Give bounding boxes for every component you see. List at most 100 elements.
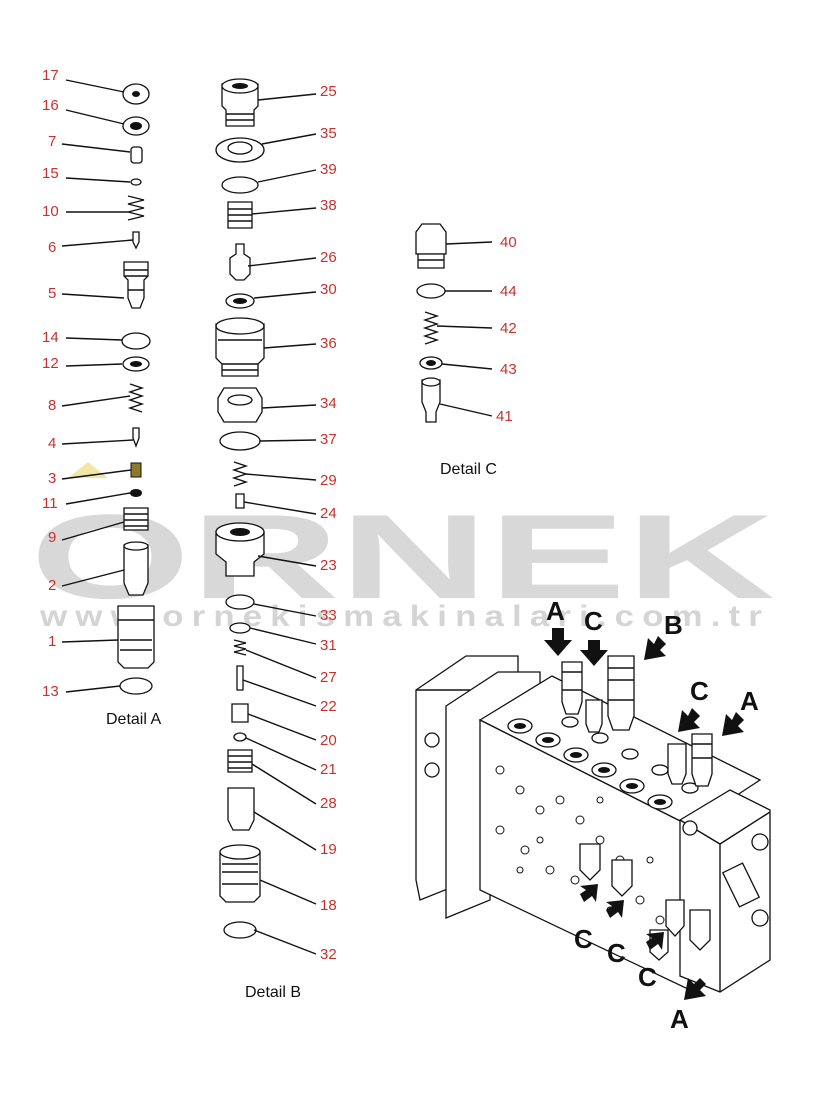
part-15-ring (130, 178, 142, 186)
callout-c-front-2: C (607, 938, 626, 968)
part-36-housing (215, 323, 265, 377)
label-7: 7 (48, 133, 56, 150)
arrow-b (644, 636, 666, 660)
callout-c-front-3: C (638, 962, 657, 992)
callout-letters: A C B C A C C C A (546, 596, 759, 1034)
part-14-oring (121, 332, 151, 350)
detail-a-parts (117, 83, 155, 695)
relief-valves-top (561, 655, 713, 787)
label-6: 6 (48, 239, 56, 256)
label-20: 20 (320, 732, 337, 749)
part-7-plug (130, 146, 143, 164)
label-38: 38 (320, 197, 337, 214)
label-15: 15 (42, 165, 59, 182)
label-18: 18 (320, 897, 337, 914)
part-11-ball (130, 489, 142, 497)
callout-a-right: A (740, 686, 759, 716)
part-33-oring (225, 594, 255, 610)
label-23: 23 (320, 557, 337, 574)
label-12: 12 (42, 355, 59, 372)
label-8: 8 (48, 397, 56, 414)
part-29-spring (231, 461, 249, 487)
part-41-poppet (421, 379, 441, 423)
caption-detail-a: Detail A (106, 711, 161, 728)
callout-a-bottom: A (670, 1004, 689, 1034)
watermark-brand: ORNEK (30, 490, 775, 624)
part-3-piston (130, 462, 142, 478)
detail-c-parts (415, 223, 447, 423)
arrow-a-1 (544, 628, 572, 656)
part-24-pin (235, 493, 245, 509)
part-10-spring (127, 195, 145, 221)
label-32: 32 (320, 946, 337, 963)
label-14: 14 (42, 329, 59, 346)
part-31-ring (229, 622, 251, 634)
arrow-c-5 (646, 932, 664, 950)
end-cap-bolts (424, 732, 769, 927)
label-28: 28 (320, 795, 337, 812)
label-9: 9 (48, 529, 56, 546)
part-32-oring (223, 921, 257, 939)
arrow-a-3 (684, 978, 706, 1000)
label-25: 25 (320, 83, 337, 100)
label-29: 29 (320, 472, 337, 489)
part-numbers: 17 16 7 15 10 6 5 14 12 8 4 3 11 9 2 1 1… (42, 67, 517, 963)
callout-b: B (664, 610, 683, 640)
leader-lines (61, 79, 493, 955)
front-holes (495, 765, 665, 925)
part-40-plug (415, 223, 447, 255)
callout-a-top: A (546, 596, 565, 626)
watermark-url: www.ornekismakinalari.com.tr (39, 600, 770, 633)
callout-c-right: C (690, 676, 709, 706)
callout-c-front-1: C (574, 924, 593, 954)
label-22: 22 (320, 698, 337, 715)
callout-arrows (544, 628, 744, 1000)
top-ports (507, 716, 699, 810)
label-33: 33 (320, 607, 337, 624)
label-21: 21 (320, 761, 337, 778)
label-4: 4 (48, 435, 56, 452)
caption-detail-b: Detail B (245, 984, 301, 1001)
part-42-spring (422, 311, 440, 345)
caption-detail-c: Detail C (440, 461, 497, 478)
arrow-a-2 (722, 712, 744, 736)
part-37-oring (219, 431, 261, 451)
label-24: 24 (320, 505, 337, 522)
label-34: 34 (320, 395, 337, 412)
part-5-poppet (123, 261, 149, 309)
label-31: 31 (320, 637, 337, 654)
label-41: 41 (496, 408, 513, 425)
label-11: 11 (42, 495, 58, 512)
arrow-c-2 (678, 708, 700, 732)
part-23-seat (215, 531, 265, 577)
part-13-oring (119, 677, 153, 695)
label-36: 36 (320, 335, 337, 352)
part-4-pin (132, 427, 140, 448)
callout-c-top: C (584, 606, 603, 636)
label-1: 1 (48, 633, 56, 650)
valve-block-assembly (415, 655, 771, 993)
part-6-pin (132, 231, 140, 250)
part-8-spring (127, 383, 145, 413)
label-43: 43 (500, 361, 517, 378)
label-17: 17 (42, 67, 59, 84)
label-3: 3 (48, 470, 56, 487)
detail-b-parts (215, 78, 265, 939)
label-30: 30 (320, 281, 337, 298)
part-26-poppet (229, 243, 251, 281)
part-39-oring (221, 176, 259, 194)
part-25-plug (221, 83, 259, 127)
part-2-sleeve (123, 544, 149, 596)
label-44: 44 (500, 283, 517, 300)
label-37: 37 (320, 431, 337, 448)
label-19: 19 (320, 841, 337, 858)
label-10: 10 (42, 203, 59, 220)
part-22-pin (236, 665, 244, 691)
label-35: 35 (320, 125, 337, 142)
arrow-c-1 (580, 640, 608, 666)
part-1-body (117, 605, 155, 669)
label-13: 13 (42, 683, 59, 700)
label-26: 26 (320, 249, 337, 266)
